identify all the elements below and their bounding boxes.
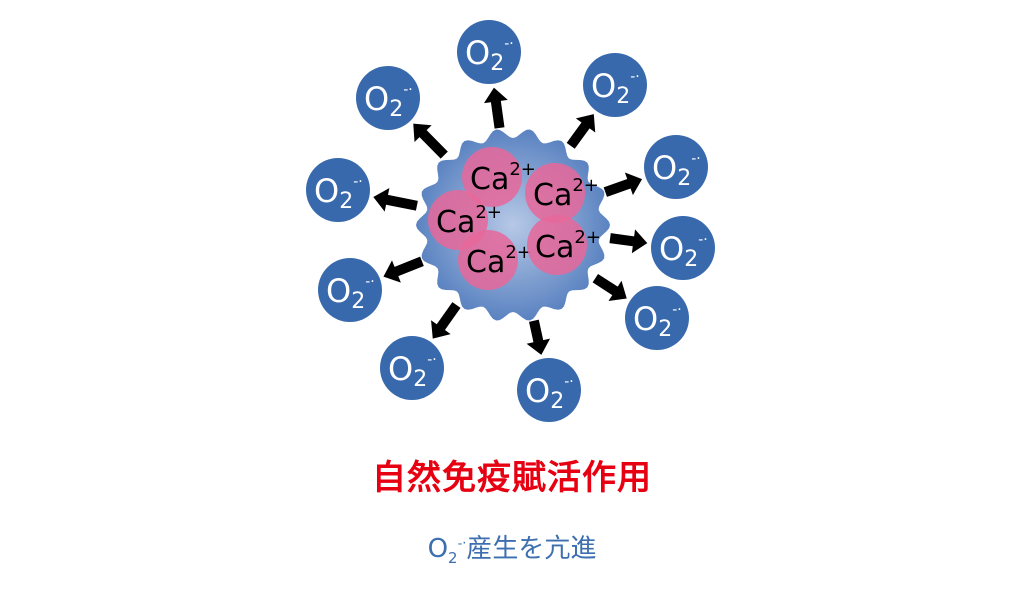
subtitle-sup: -· [457, 536, 467, 552]
calcium-ion: Ca2+ [458, 230, 532, 290]
arrow-icon [383, 256, 424, 283]
superoxide-radical: O2-· [356, 66, 420, 130]
subtitle-o: O [427, 534, 449, 564]
superoxide-radical: O2-· [517, 358, 581, 422]
subtitle: O2-·産生を亢進 [0, 528, 1024, 567]
superoxide-radical: O2-· [651, 216, 715, 280]
title: 自然免疫賦活作用 [372, 458, 652, 498]
arrow-icon [609, 229, 648, 254]
superoxide-radical: O2-· [644, 135, 708, 199]
arrow-icon [413, 123, 448, 159]
superoxide-radical: O2-· [306, 158, 370, 222]
superoxide-radical: O2-· [380, 336, 444, 400]
arrow-icon [431, 302, 461, 339]
subtitle-sub: 2 [448, 549, 458, 568]
superoxide-radical: O2-· [583, 53, 647, 117]
arrow-icon [603, 172, 643, 197]
arrow-icon [526, 319, 551, 355]
arrow-icon [566, 114, 596, 149]
arrow-icon [483, 87, 508, 129]
subtitle-text: 産生を亢進 [466, 534, 597, 564]
superoxide-radical: O2-· [625, 286, 689, 350]
calcium-ion: Ca2+ [527, 215, 601, 275]
arrow-icon [373, 188, 418, 212]
arrow-icon [592, 273, 627, 301]
superoxide-radical: O2-· [457, 20, 521, 84]
superoxide-radical: O2-· [318, 258, 382, 322]
